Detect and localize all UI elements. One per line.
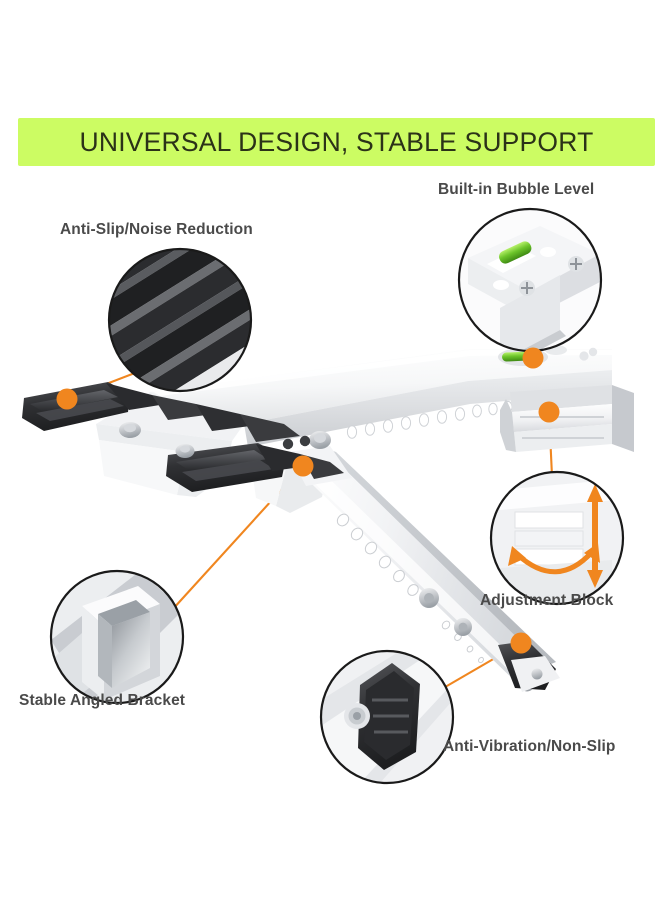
- label-stable-bracket: Stable Angled Bracket: [19, 692, 186, 709]
- callout-ring-anti-vibration: [319, 649, 455, 785]
- rail-highlight: [152, 350, 612, 396]
- page-title: UNIVERSAL DESIGN, STABLE SUPPORT: [79, 126, 594, 157]
- brace-bolt-1: [419, 588, 439, 608]
- diagonal-brace-shadow-edge: [322, 447, 556, 666]
- callout-dot-stable-bracket: [292, 455, 314, 477]
- brace-foot-bolt: [531, 668, 543, 680]
- callout-ring-stable-bracket: [49, 569, 185, 705]
- callout-adjustment-block: [489, 401, 625, 606]
- foot-screw: [344, 703, 370, 729]
- callout-ring-anti-slip: [107, 247, 253, 393]
- callout-stable-bracket: [49, 455, 314, 705]
- rail-front-face: [244, 370, 612, 447]
- callout-bubble-level: [457, 207, 603, 369]
- title-banner: UNIVERSAL DESIGN, STABLE SUPPORT: [18, 118, 655, 166]
- label-anti-slip: Anti-Slip/Noise Reduction: [60, 221, 253, 238]
- rail-bolt-left: [119, 422, 141, 438]
- top-plate-hole-1: [579, 351, 589, 361]
- label-anti-vibration: Anti-Vibration/Non-Slip: [443, 738, 616, 755]
- brace-bolt-2: [454, 618, 472, 636]
- callout-dot-adjustment-block: [538, 401, 560, 423]
- callout-ring-adjustment-block: [489, 470, 625, 606]
- rail-top-face: [150, 349, 612, 424]
- diagonal-brace-highlight: [286, 452, 528, 679]
- adjustment-block-part: [500, 385, 634, 452]
- label-adjustment-block: Adjustment Block: [480, 592, 614, 609]
- rail-pivot-hole-1: [282, 438, 294, 450]
- label-bubble-level: Built-in Bubble Level: [438, 181, 595, 198]
- adjust-vertical-arrow: [587, 484, 603, 588]
- bracket-assembly: [22, 345, 634, 692]
- callout-dot-anti-slip: [56, 388, 78, 410]
- callout-dot-anti-vibration: [510, 632, 532, 654]
- left-wall-hook-face: [99, 440, 186, 495]
- callout-anti-vibration: [319, 632, 532, 785]
- top-plate-hole-2: [588, 347, 598, 357]
- brace-perforation-holes: [336, 513, 484, 664]
- rail-bolt-right: [309, 431, 331, 449]
- callout-dot-bubble-level: [522, 347, 544, 369]
- rail-bolt-mid: [175, 444, 195, 458]
- adjust-rotation-arrow: [508, 543, 600, 575]
- rail-pivot-hole-2: [299, 435, 311, 447]
- rail-perforation-holes: [346, 400, 513, 439]
